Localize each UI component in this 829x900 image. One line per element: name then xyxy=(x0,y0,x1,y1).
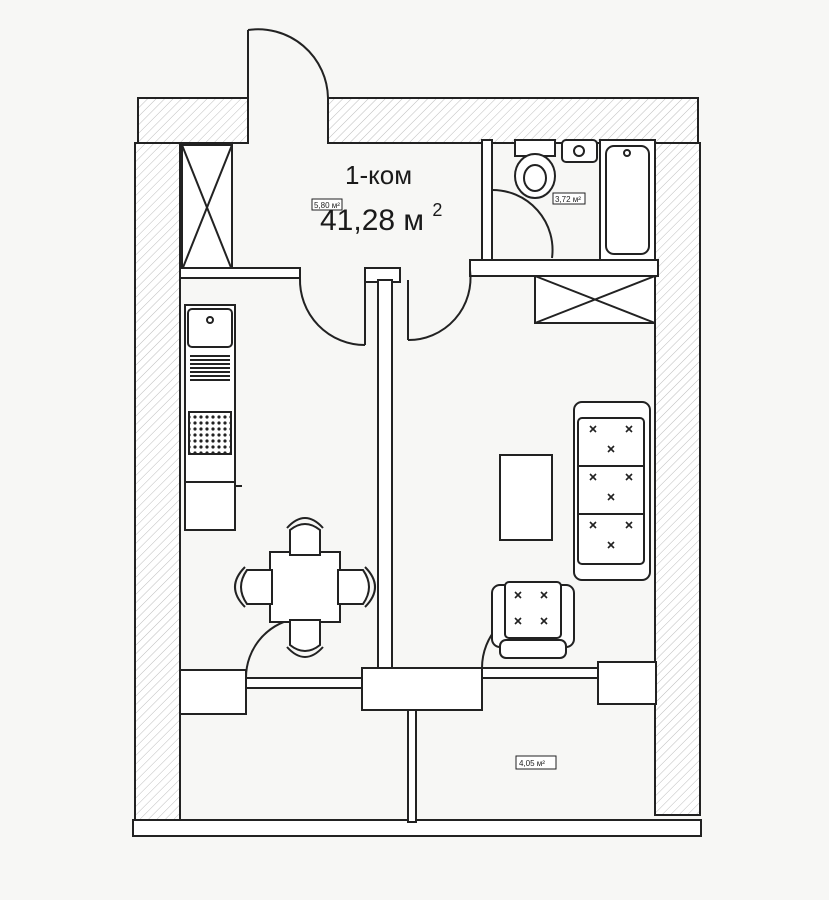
kitchen-counter xyxy=(184,304,242,531)
wardrobe xyxy=(534,275,656,324)
top-wall-right xyxy=(327,97,699,144)
balcony-wall-right xyxy=(597,661,657,705)
balcony-wall-left xyxy=(179,669,247,715)
toilet-bowl xyxy=(514,153,556,199)
sofa xyxy=(573,401,651,581)
chair-right xyxy=(337,569,370,605)
armchair xyxy=(491,581,575,659)
entrance-door xyxy=(247,28,329,99)
balcony-wall-mid xyxy=(361,667,483,711)
living-room-furniture xyxy=(491,401,651,659)
stove-icon xyxy=(188,411,232,455)
hall-closet xyxy=(181,144,233,271)
chair-top xyxy=(289,523,321,556)
coffee-table xyxy=(499,454,553,541)
left-wall xyxy=(134,142,181,834)
chair-left xyxy=(240,569,273,605)
dining-set xyxy=(234,517,376,658)
top-wall-left xyxy=(137,97,249,144)
bathroom-left-wall xyxy=(481,139,493,261)
bathroom-sink xyxy=(561,139,598,163)
plan-labels: 1-ком 5,80 м² 41,28 м 2 3,72 м² 4,05 м² xyxy=(311,160,586,770)
room-balcony-opening xyxy=(481,667,599,679)
balcony-area-label: 4,05 м² xyxy=(519,759,545,768)
hall-area-label: 5,80 м² xyxy=(314,201,340,210)
sofa-buttons xyxy=(589,425,633,549)
apartment-type: 1-ком xyxy=(345,160,412,190)
right-wall xyxy=(654,142,701,816)
chair-bottom xyxy=(289,619,321,652)
drainboard xyxy=(190,355,230,381)
kitchen-room-partition xyxy=(377,279,393,669)
bathroom-fixtures xyxy=(514,139,656,261)
kitchen-sink xyxy=(187,308,233,348)
interior-partitions xyxy=(179,139,659,823)
hall-kitchen-wall xyxy=(179,267,301,279)
outer-walls xyxy=(132,97,702,837)
bathroom-room-wall xyxy=(469,259,659,277)
dining-table xyxy=(269,551,341,623)
total-area: 41,28 м 2 xyxy=(320,200,442,237)
bathroom-area-label: 3,72 м² xyxy=(555,195,581,204)
balcony-divider xyxy=(407,709,417,823)
kitchen-balcony-opening xyxy=(245,677,363,689)
